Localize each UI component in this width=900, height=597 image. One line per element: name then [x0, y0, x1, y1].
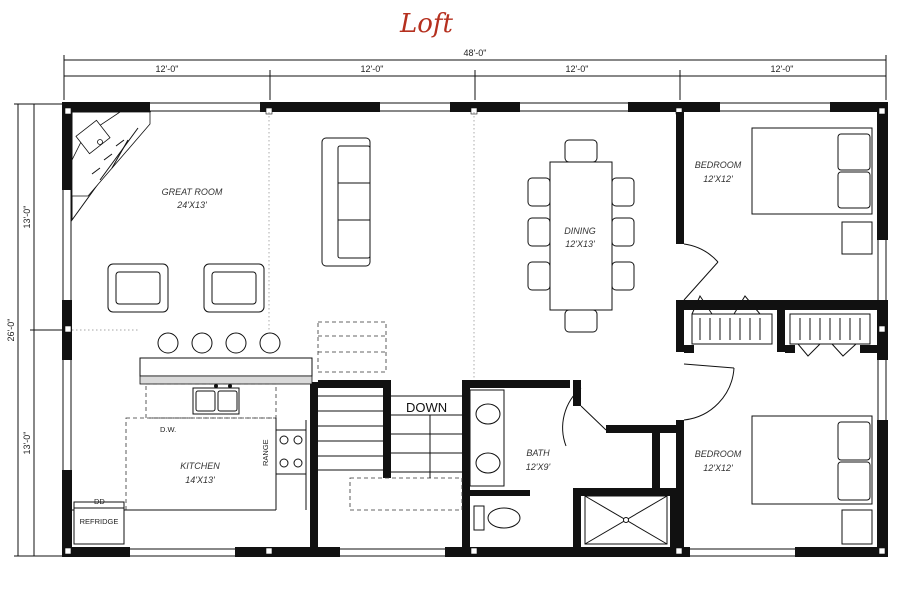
- kitchen-name: KITCHEN: [180, 461, 220, 471]
- sofa: [321, 137, 371, 267]
- dishwasher-label: D.W.: [160, 425, 176, 434]
- great-room-size: 24'X13': [176, 200, 207, 210]
- dim-segment-4: 12'-0": [771, 64, 794, 74]
- bath-size: 12'X9': [526, 462, 551, 472]
- refrigerator-label: REFRIDGE: [80, 517, 119, 526]
- bedroom-bottom-name: BEDROOM: [695, 449, 742, 459]
- post-markers: [64, 107, 886, 555]
- bar-stools: [157, 332, 281, 354]
- dim-depth-bottom: 13'-0": [22, 432, 32, 455]
- bedroom-top-name: BEDROOM: [695, 160, 742, 170]
- beam-lines: [72, 112, 475, 380]
- dining-size: 12'X13': [565, 239, 595, 249]
- bedroom-doors: [683, 243, 735, 421]
- bed-top: [751, 127, 873, 255]
- dd-label: DD: [94, 497, 105, 506]
- dim-overall-depth: 26'-0": [6, 319, 16, 342]
- stairs-down-label: DOWN: [406, 400, 447, 415]
- bath-fixtures: [469, 389, 668, 545]
- bedroom-bottom-size: 12'X12': [703, 463, 733, 473]
- fireplace: [71, 111, 151, 222]
- windows: [62, 102, 887, 557]
- bedroom-top-size: 12'X12': [703, 174, 733, 184]
- kitchen-size: 14'X13': [185, 475, 215, 485]
- dim-overall-width: 48'-0": [464, 48, 487, 58]
- armchair-left: [107, 263, 169, 313]
- bath-door: [562, 387, 607, 447]
- bath-name: BATH: [526, 448, 550, 458]
- dim-segment-1: 12'-0": [156, 64, 179, 74]
- kitchen-island: D.W.: [139, 357, 313, 434]
- closets: [691, 294, 871, 357]
- interior-walls: [310, 112, 877, 547]
- top-dimensions: 48'-0" 12'-0" 12'-0" 12'-0" 12'-0": [63, 48, 887, 100]
- dim-depth-top: 13'-0": [22, 206, 32, 229]
- stairs-down: DOWN: [318, 395, 463, 511]
- stairs-upper: [317, 321, 387, 373]
- dining-set: [527, 139, 635, 333]
- refrigerator: REFRIDGE DD: [73, 497, 125, 545]
- armchair-right: [203, 263, 265, 313]
- great-room-name: GREAT ROOM: [162, 187, 223, 197]
- dining-name: DINING: [564, 226, 596, 236]
- range-label: RANGE: [261, 439, 270, 466]
- bed-bottom: [751, 415, 873, 545]
- plan-title: Loft: [399, 9, 454, 39]
- dim-segment-3: 12'-0": [566, 64, 589, 74]
- left-dimensions: 26'-0" 13'-0" 13'-0": [6, 103, 62, 557]
- room-labels: GREAT ROOM 24'X13' DINING 12'X13' BEDROO…: [162, 160, 742, 485]
- dim-segment-2: 12'-0": [361, 64, 384, 74]
